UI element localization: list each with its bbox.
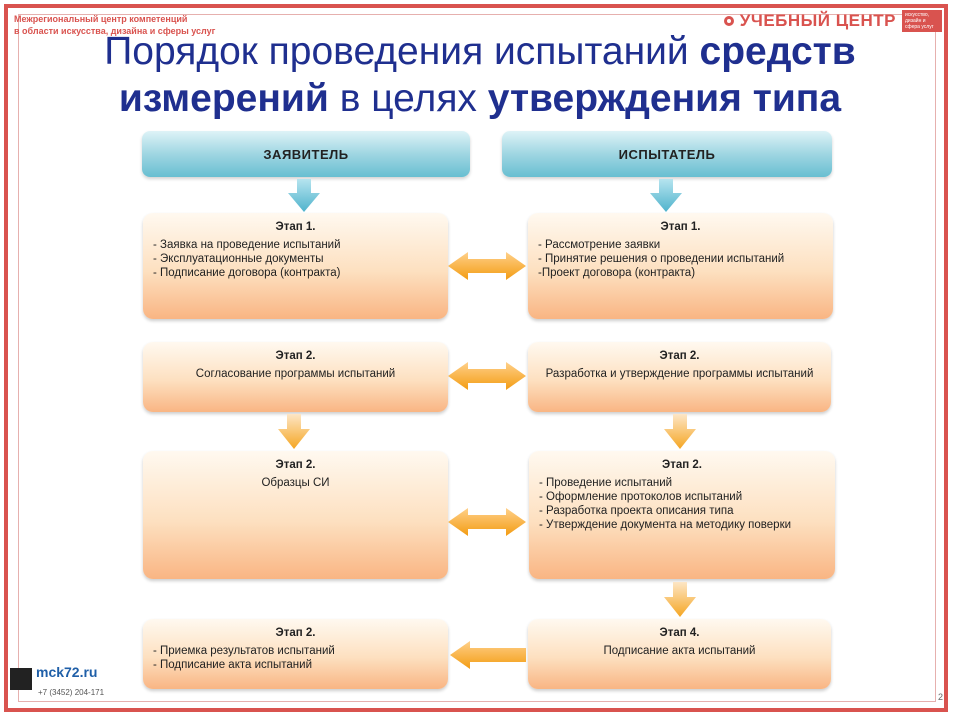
- slide-title: Порядок проведения испытаний средств изм…: [70, 28, 890, 122]
- right-stage-1-list: - Рассмотрение заявки - Принятие решения…: [538, 238, 823, 280]
- qr-code-icon: [10, 668, 32, 690]
- left-stage-4: Этап 2. - Приемка результатов испытаний …: [143, 619, 448, 689]
- title-part-1: Порядок проведения испытаний: [104, 30, 700, 73]
- logo-text: УЧЕБНЫЙ ЦЕНТР: [739, 11, 896, 30]
- page-number: 2: [938, 692, 944, 702]
- list-item: -Проект договора (контракта): [538, 267, 696, 279]
- left-stage-4-title: Этап 2.: [275, 627, 316, 639]
- title-part-3: в целях: [328, 77, 488, 120]
- arrow-left-icon: [450, 641, 526, 669]
- right-stage-4-text: Подписание акта испытаний: [603, 645, 756, 657]
- org-name-line2: в области искусства, дизайна и сферы усл…: [14, 26, 216, 36]
- left-stage-3-title: Этап 2.: [275, 459, 316, 471]
- list-item: - Подписание акта испытаний: [153, 659, 312, 671]
- list-item: - Эксплуатационные документы: [153, 253, 324, 265]
- logo-ring-icon: [723, 16, 734, 26]
- org-name: Межрегиональный центр компетенций в обла…: [14, 13, 274, 37]
- slide-frame: [4, 4, 948, 712]
- right-stage-1: Этап 1. - Рассмотрение заявки - Принятие…: [528, 213, 833, 319]
- right-stage-1-title: Этап 1.: [660, 221, 701, 233]
- double-arrow-icon: [448, 362, 526, 390]
- left-stage-3-text: Образцы СИ: [261, 477, 330, 489]
- right-stage-4: Этап 4. Подписание акта испытаний: [528, 619, 831, 689]
- arrow-down-icon: [650, 179, 682, 212]
- list-item: - Оформление протоколов испытаний: [539, 491, 743, 503]
- list-item: - Проведение испытаний: [539, 477, 673, 489]
- list-item: - Подписание договора (контракта): [153, 267, 341, 279]
- right-stage-2-title: Этап 2.: [659, 350, 700, 362]
- logo-tag: искусство, дизайн и сфера услуг: [902, 10, 942, 32]
- list-item: - Приемка результатов испытаний: [153, 645, 335, 657]
- left-stage-2-text: Согласование программы испытаний: [195, 368, 396, 380]
- footer-phone: +7 (3452) 204-171: [38, 688, 105, 697]
- list-item: - Принятие решения о проведении испытани…: [538, 253, 785, 265]
- arrow-down-icon: [278, 414, 310, 449]
- right-stage-2: Этап 2. Разработка и утверждение програм…: [528, 342, 831, 412]
- double-arrow-icon: [448, 508, 526, 536]
- list-item: - Разработка проекта описания типа: [539, 505, 734, 517]
- double-arrow-icon: [448, 252, 526, 280]
- title-part-2: средств измерений: [118, 30, 856, 120]
- right-stage-3: Этап 2. - Проведение испытаний - Оформле…: [529, 451, 835, 579]
- left-stage-1-title: Этап 1.: [275, 221, 316, 233]
- left-stage-3: Этап 2. Образцы СИ: [143, 451, 448, 579]
- list-item: - Утверждение документа на методику пове…: [539, 519, 792, 531]
- right-stage-2-text: Разработка и утверждение программы испыт…: [545, 368, 814, 380]
- org-name-line1: Межрегиональный центр компетенций: [14, 14, 188, 24]
- left-stage-1: Этап 1. - Заявка на проведение испытаний…: [143, 213, 448, 319]
- left-stage-4-list: - Приемка результатов испытаний - Подпис…: [153, 644, 438, 672]
- footer-site: mck72.ru: [36, 664, 98, 680]
- arrow-down-icon: [664, 582, 696, 617]
- right-stage-3-list: - Проведение испытаний - Оформление прот…: [539, 476, 825, 532]
- arrow-down-icon: [288, 179, 320, 212]
- slide-inner-border: [18, 14, 936, 702]
- arrow-down-icon: [664, 414, 696, 449]
- left-stage-1-list: - Заявка на проведение испытаний - Экспл…: [153, 238, 438, 280]
- list-item: - Рассмотрение заявки: [538, 239, 661, 251]
- title-part-4: утверждения типа: [487, 77, 842, 120]
- right-stage-3-title: Этап 2.: [662, 459, 702, 471]
- left-stage-2: Этап 2. Согласование программы испытаний: [143, 342, 448, 412]
- logo: УЧЕБНЫЙ ЦЕНТР искусство, дизайн и сфера …: [723, 10, 942, 32]
- header-tester: ИСПЫТАТЕЛЬ: [502, 131, 832, 177]
- header-applicant: ЗАЯВИТЕЛЬ: [142, 131, 470, 177]
- left-stage-2-title: Этап 2.: [275, 350, 316, 362]
- list-item: - Заявка на проведение испытаний: [153, 239, 341, 251]
- right-stage-4-title: Этап 4.: [659, 627, 700, 639]
